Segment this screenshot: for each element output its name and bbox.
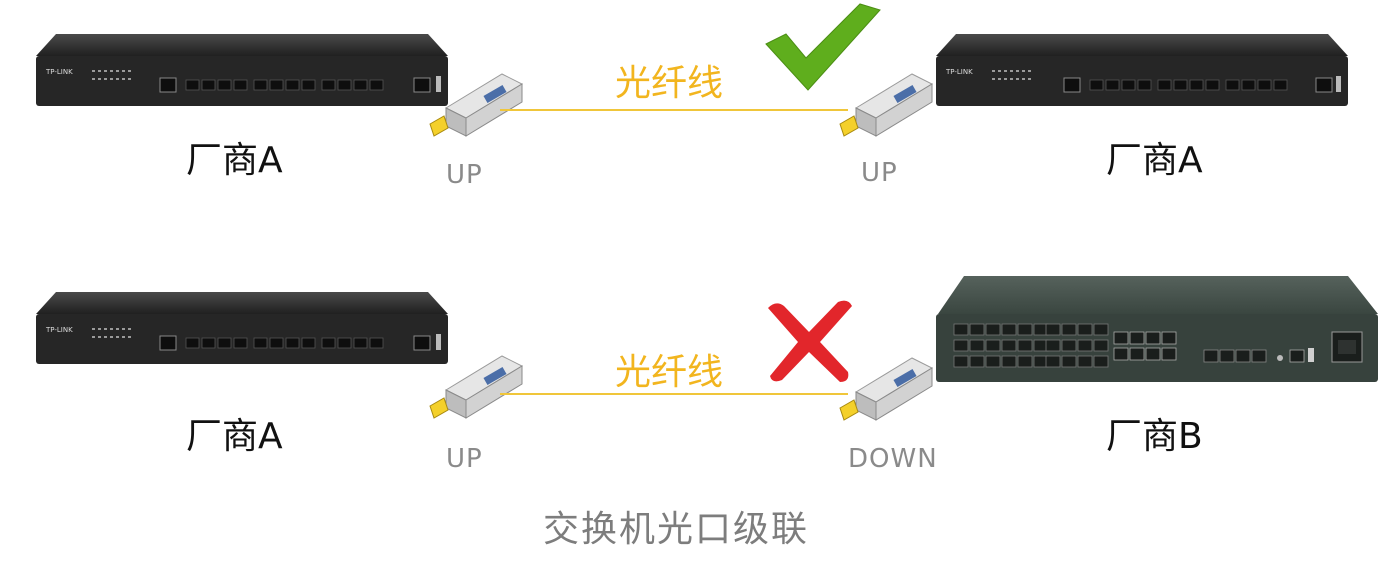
switch-brand-label: TP-LINK [45,68,73,76]
vendor-label-bottom-left: 厂商A [186,416,283,457]
switch-vendor-b [934,276,1380,392]
vendor-label-bottom-right: 厂商B [1106,416,1203,457]
fiber-label-top: 光纤线 [615,63,724,104]
port-status-bottom-left: UP [446,444,483,474]
check-mark-icon [764,0,884,96]
sfp-module-top-right [836,70,936,156]
fiber-label-bottom: 光纤线 [615,352,724,393]
switch-tplink-top-left: TP-LINK [34,34,450,112]
sfp-module-top-left [426,70,526,156]
diagram-caption: 交换机光口级联 [543,509,810,550]
sfp-module-bottom-left [426,352,526,438]
sfp-module-bottom-right [836,354,936,440]
switch-tplink-bottom-left: TP-LINK [34,292,450,370]
cross-mark-icon [762,298,856,388]
switch-brand-label: TP-LINK [45,326,73,334]
fiber-line-top [500,109,848,111]
port-status-bottom-right: DOWN [848,444,938,474]
switch-brand-label: TP-LINK [945,68,973,76]
port-status-top-left: UP [446,160,483,190]
fiber-line-bottom [500,393,848,395]
switch-tplink-top-right: TP-LINK [934,34,1350,112]
port-status-top-right: UP [861,158,898,188]
vendor-label-top-left: 厂商A [186,140,283,181]
vendor-label-top-right: 厂商A [1106,140,1203,181]
